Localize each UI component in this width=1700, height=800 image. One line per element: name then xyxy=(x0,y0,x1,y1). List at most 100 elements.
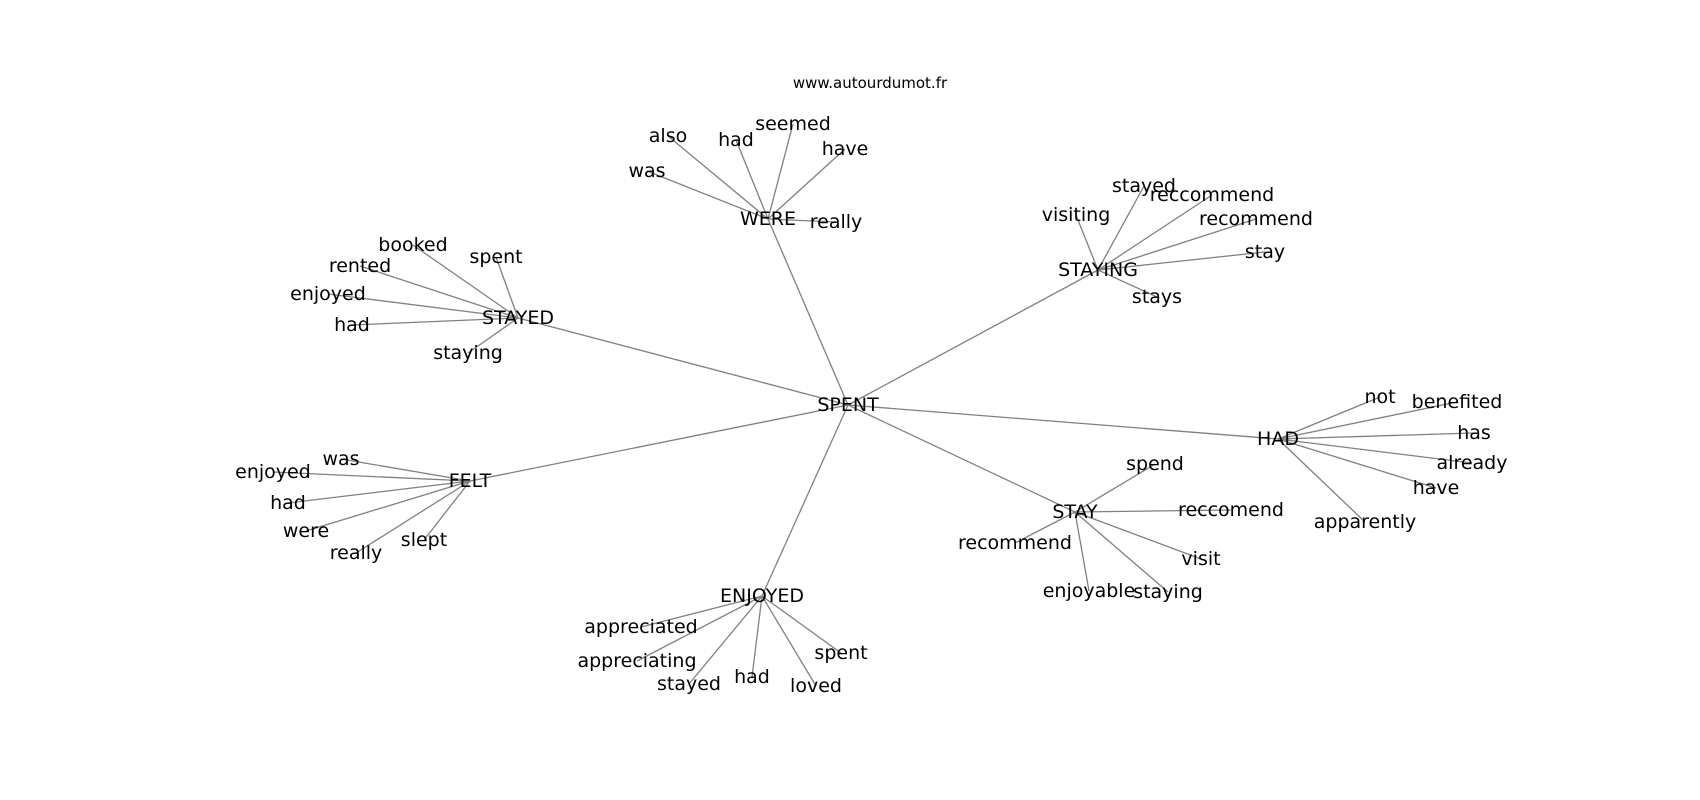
edge-hub-leaf xyxy=(327,293,519,319)
edge-hub-leaf xyxy=(272,471,471,482)
edge-hub-leaf xyxy=(761,595,817,687)
edge-hub-leaf xyxy=(1074,509,1232,513)
edge-hub-leaf xyxy=(359,265,519,319)
leaf-word: was xyxy=(322,448,359,470)
leaf-word: had xyxy=(334,314,370,336)
center-word: SPENT xyxy=(817,394,879,416)
edge-hub-leaf xyxy=(1075,214,1099,271)
leaf-word: stayed xyxy=(657,673,721,695)
leaf-word: stays xyxy=(1132,286,1182,308)
leaf-word: enjoyable xyxy=(1043,580,1136,602)
edge-hub-leaf xyxy=(1277,401,1458,440)
leaf-word: had xyxy=(718,129,754,151)
leaf-word: reccommend xyxy=(1150,184,1274,206)
edge-hub-leaf xyxy=(1014,511,1076,544)
edge-hub-leaf xyxy=(636,595,763,662)
leaf-word: enjoyed xyxy=(235,461,311,483)
edge-hub-leaf xyxy=(1097,218,1257,271)
edge-hub-leaf xyxy=(688,595,763,685)
leaf-word: spent xyxy=(814,642,867,664)
leaf-word: had xyxy=(734,666,770,688)
leaf-word: visit xyxy=(1181,548,1220,570)
hub-word: STAY xyxy=(1052,501,1098,523)
edge-hub-leaf xyxy=(1074,463,1156,513)
edge-hub-leaf xyxy=(305,480,471,532)
hub-word: HAD xyxy=(1257,428,1299,450)
leaf-word: spent xyxy=(469,246,522,268)
edge-hub-leaf xyxy=(1277,438,1437,489)
edge-center-hub xyxy=(847,404,1279,440)
edge-hub-leaf xyxy=(340,458,471,482)
edge-hub-leaf xyxy=(351,317,519,326)
edge-center-hub xyxy=(469,404,849,482)
leaf-word: enjoyed xyxy=(290,283,366,305)
edge-hub-leaf xyxy=(767,218,837,223)
edge-hub-leaf xyxy=(1277,438,1473,464)
leaf-word: stayed xyxy=(1112,175,1176,197)
edge-hub-leaf xyxy=(1277,396,1381,440)
leaf-word: were xyxy=(283,520,329,542)
leaf-word: slept xyxy=(401,529,447,551)
leaf-word: spend xyxy=(1126,453,1184,475)
edge-hub-leaf xyxy=(767,148,846,220)
leaf-word: had xyxy=(270,492,306,514)
hub-word: ENJOYED xyxy=(720,585,804,607)
edge-hub-leaf xyxy=(1097,194,1213,271)
edge-hub-leaf xyxy=(1277,432,1475,440)
edge-hub-leaf xyxy=(646,170,769,220)
leaf-word: apparently xyxy=(1314,511,1417,533)
hub-word: STAYING xyxy=(1058,259,1138,281)
edge-hub-leaf xyxy=(767,123,794,220)
hub-word: FELT xyxy=(449,470,492,492)
edge-center-hub xyxy=(517,317,849,406)
edge-hub-leaf xyxy=(751,595,763,678)
leaf-word: reccomend xyxy=(1178,499,1284,521)
edge-hub-leaf xyxy=(495,256,519,319)
leaf-word: loved xyxy=(790,675,842,697)
leaf-word: recommend xyxy=(1199,208,1313,230)
leaf-word: staying xyxy=(1133,581,1203,603)
leaf-word: booked xyxy=(378,234,447,256)
leaf-word: recommend xyxy=(958,532,1072,554)
leaf-word: not xyxy=(1364,386,1395,408)
leaf-word: visiting xyxy=(1042,204,1111,226)
leaf-word: appreciated xyxy=(584,616,697,638)
edge-hub-leaf xyxy=(1097,251,1266,271)
edge-hub-leaf xyxy=(761,595,842,654)
leaf-word: have xyxy=(822,138,869,160)
leaf-word: have xyxy=(1413,477,1460,499)
edge-hub-leaf xyxy=(1097,269,1158,298)
edge-hub-leaf xyxy=(640,595,763,628)
edge-hub-leaf xyxy=(1097,185,1145,271)
edge-hub-leaf xyxy=(355,480,471,554)
edge-center-hub xyxy=(847,269,1099,406)
watermark: www.autourdumot.fr xyxy=(793,74,948,92)
edge-hub-leaf xyxy=(1074,511,1202,560)
edge-hub-leaf xyxy=(287,480,471,504)
edge-hub-leaf xyxy=(667,135,769,220)
leaf-word: staying xyxy=(433,342,503,364)
leaf-word: was xyxy=(628,160,665,182)
edge-center-hub xyxy=(847,404,1076,513)
leaf-word: stay xyxy=(1245,241,1285,263)
edge-center-hub xyxy=(761,404,849,597)
hub-word: WERE xyxy=(740,208,796,230)
edge-hub-leaf xyxy=(467,317,519,354)
leaf-word: has xyxy=(1457,422,1491,444)
leaf-word: already xyxy=(1437,452,1508,474)
leaf-word: seemed xyxy=(755,113,831,135)
edge-hub-leaf xyxy=(1074,511,1169,593)
edge-hub-leaf xyxy=(1074,511,1090,592)
hub-word: STAYED xyxy=(482,307,554,329)
edge-center-hub xyxy=(767,218,849,406)
leaf-word: benefited xyxy=(1412,391,1503,413)
edge-hub-leaf xyxy=(1277,438,1366,523)
leaf-word: appreciating xyxy=(577,650,696,672)
leaf-word: really xyxy=(330,542,383,564)
edge-hub-leaf xyxy=(735,139,769,220)
edges xyxy=(272,123,1475,687)
leaf-word: rented xyxy=(329,255,391,277)
edge-hub-leaf xyxy=(423,480,471,541)
